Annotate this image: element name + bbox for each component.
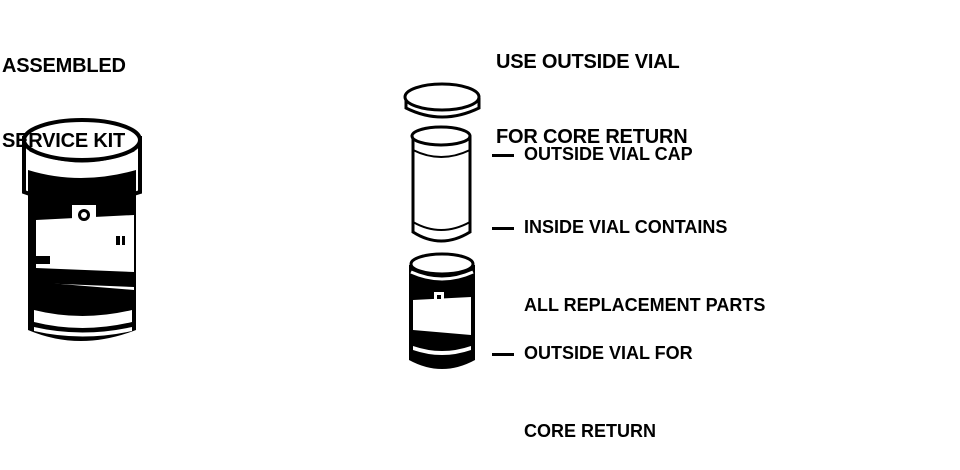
outside-vial-cap <box>403 82 481 119</box>
inside-vial <box>410 125 472 243</box>
left-heading-line2: SERVICE KIT <box>2 130 126 152</box>
callout-text: OUTSIDE VIAL CAP <box>524 144 693 164</box>
callout-outside-vial: OUTSIDE VIAL FOR CORE RETURN <box>492 288 693 470</box>
callout-inside-vial: INSIDE VIAL CONTAINS ALL REPLACEMENT PAR… <box>492 162 765 344</box>
right-heading-line1: USE OUTSIDE VIAL <box>496 51 680 73</box>
callout-text: OUTSIDE VIAL FOR <box>524 343 693 363</box>
vial-illustrations <box>22 82 481 369</box>
outside-vial <box>409 252 475 369</box>
callout-outside-vial-cap: OUTSIDE VIAL CAP <box>492 89 693 193</box>
left-heading: ASSEMBLED SERVICE KIT <box>2 4 126 179</box>
right-heading: USE OUTSIDE VIAL FOR CORE RETURN <box>496 0 688 175</box>
leader-line <box>492 153 514 157</box>
right-heading-line2: FOR CORE RETURN <box>496 126 688 148</box>
assembled-service-kit-vial <box>22 118 142 341</box>
leader-line <box>492 226 514 230</box>
leader-line <box>492 352 514 356</box>
callout-text: INSIDE VIAL CONTAINS <box>524 217 728 237</box>
callout-text-line2: CORE RETURN <box>524 421 657 441</box>
callout-text-line2: ALL REPLACEMENT PARTS <box>524 295 766 315</box>
left-heading-line1: ASSEMBLED <box>2 55 126 77</box>
